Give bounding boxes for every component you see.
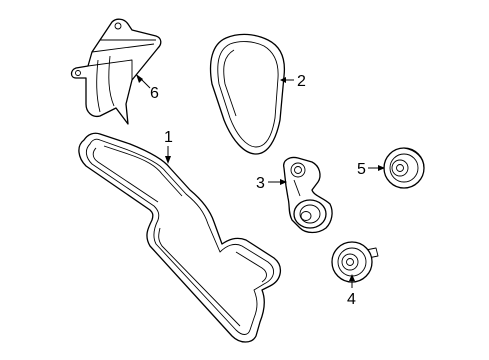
callout-4: 4 — [347, 274, 356, 308]
serpentine-belt — [78, 132, 281, 343]
callout-6: 6 — [136, 74, 159, 102]
accessory-belt — [209, 33, 286, 155]
belt-tensioner — [283, 156, 333, 234]
idler-pulley-upper — [383, 147, 425, 189]
callout-5: 5 — [357, 161, 385, 178]
callout-label-5: 5 — [357, 161, 366, 178]
callout-label-6: 6 — [150, 85, 159, 102]
callout-label-3: 3 — [256, 175, 265, 192]
callout-1: 1 — [164, 129, 173, 164]
callout-2: 2 — [280, 73, 306, 90]
callout-label-2: 2 — [297, 73, 306, 90]
callout-3: 3 — [256, 175, 287, 192]
belt-cover — [70, 18, 162, 125]
callout-label-4: 4 — [347, 291, 356, 308]
idler-pulley-lower — [331, 241, 379, 283]
callout-label-1: 1 — [164, 129, 173, 146]
